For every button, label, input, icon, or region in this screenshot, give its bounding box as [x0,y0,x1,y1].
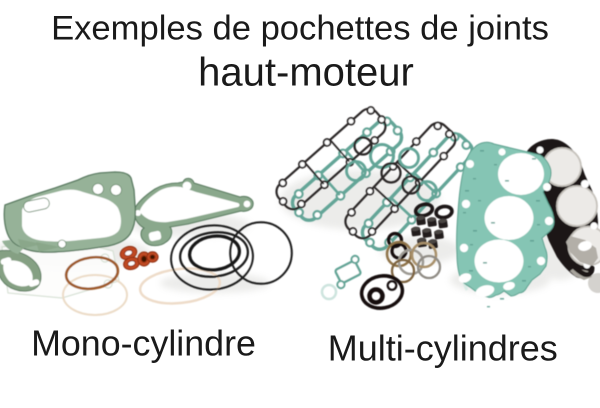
svg-text:Exemples de pochettes de joint: Exemples de pochettes de joints [51,9,549,47]
svg-text:Multi-cylindres: Multi-cylindres [328,328,558,369]
svg-text:Mono-cylindre: Mono-cylindre [31,323,256,363]
svg-text:haut-moteur: haut-moteur [198,51,414,95]
